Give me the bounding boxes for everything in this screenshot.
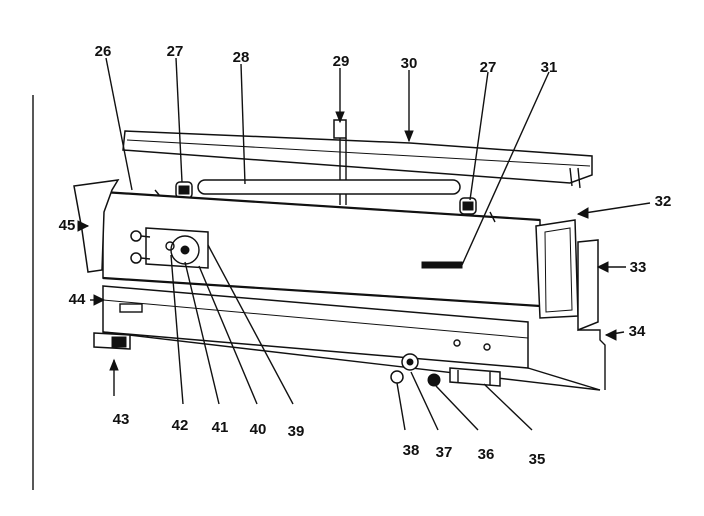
callout-44: 44 <box>69 291 86 308</box>
callout-40: 40 <box>250 421 267 438</box>
name-plate <box>421 261 463 269</box>
lamp-holder-right <box>459 197 477 215</box>
callout-32: 32 <box>655 193 672 210</box>
callout-31: 31 <box>541 59 558 76</box>
callout-26: 26 <box>95 43 112 60</box>
callout-33: 33 <box>630 259 647 276</box>
bottom-channel <box>102 285 601 391</box>
callout-37: 37 <box>436 444 453 461</box>
right-bracket <box>577 239 599 332</box>
callout-38: 38 <box>403 442 420 459</box>
fluorescent-tube <box>197 179 461 195</box>
rocker-switch <box>93 332 131 350</box>
callout-41: 41 <box>212 419 229 436</box>
knob-36 <box>427 373 441 387</box>
knob-37 <box>401 353 419 371</box>
callout-30: 30 <box>401 55 418 72</box>
callout-27-right: 27 <box>480 59 497 76</box>
callout-28: 28 <box>233 49 250 66</box>
callout-45: 45 <box>59 217 76 234</box>
clock-timer-assembly <box>130 227 209 269</box>
arrowheads <box>77 111 617 371</box>
backguard-panel <box>102 189 541 308</box>
callout-42: 42 <box>172 417 189 434</box>
side-bracket <box>578 329 606 390</box>
right-end-cap <box>535 219 579 319</box>
callout-29: 29 <box>333 53 350 70</box>
callout-34: 34 <box>629 323 646 340</box>
callout-35: 35 <box>529 451 546 468</box>
knob-38 <box>390 370 404 384</box>
lamp-holder-left <box>175 181 193 199</box>
leader-lines <box>79 57 651 431</box>
socket-bracket <box>449 367 501 387</box>
callout-27-left: 27 <box>167 43 184 60</box>
callout-36: 36 <box>478 446 495 463</box>
left-end-cap <box>73 179 120 273</box>
callout-43: 43 <box>113 411 130 428</box>
callout-39: 39 <box>288 423 305 440</box>
